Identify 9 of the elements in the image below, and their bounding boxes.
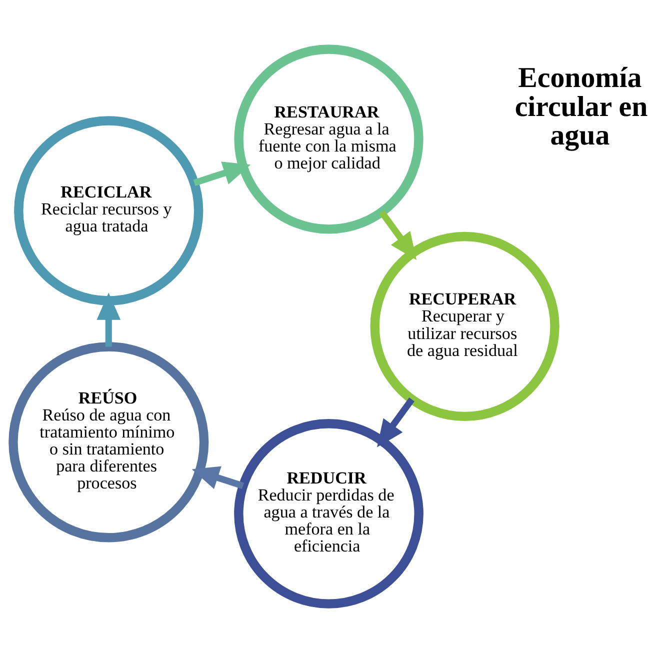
node-circle: RESTAURAR Regresar agua a la fuente con la misma o mejor calidad [234, 44, 424, 234]
arrow [192, 466, 244, 489]
arrow [379, 210, 417, 260]
node-circle: RECICLAR Reciclar recursos y agua tratada [14, 116, 204, 306]
arrow [377, 397, 414, 448]
arrow [96, 292, 121, 347]
node-circle: REÚSO Reúso de agua con tratamiento mínimo o sin tratamiento para diferentes procesos [8, 342, 209, 542]
label: Economía circular en agua [514, 62, 648, 152]
arrow [193, 162, 251, 186]
